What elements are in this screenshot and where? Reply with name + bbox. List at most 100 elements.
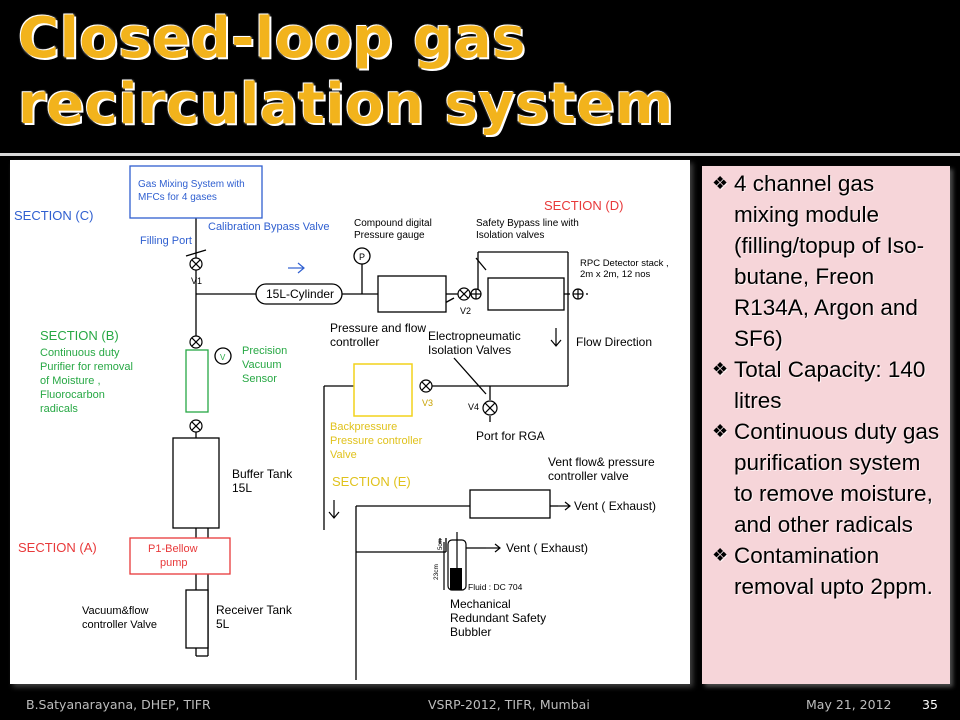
label-vent-flow: Vent flow& pressure [548, 455, 655, 469]
label-purifier: Fluorocarbon [40, 389, 105, 401]
label-purifier: of Moisture , [40, 375, 101, 387]
label-flow-direction: Flow Direction [576, 335, 652, 349]
bullet-text: Continuous duty gas purification system … [734, 419, 940, 537]
label-backpressure: Valve [330, 449, 357, 461]
valve-v2 [457, 287, 471, 301]
valve-bypass-left [470, 288, 482, 300]
label-v3: V3 [422, 398, 433, 408]
gas-mixing-box [129, 165, 263, 219]
gas-system-diagram: Gas Mixing System with MFCs for 4 gases … [10, 160, 690, 684]
bullet-item: ❖Continuous duty gas purification system… [712, 416, 944, 540]
label-buffer-tank: 15L [232, 481, 252, 495]
bullet-item: ❖Contamination removal upto 2ppm. [712, 540, 944, 602]
bubbler-fluid [450, 568, 462, 590]
label-cylinder: 15L-Cylinder [266, 287, 334, 301]
bullet-text: 4 channel gas mixing module (filling/top… [734, 171, 925, 351]
label-port-rga: Port for RGA [476, 429, 545, 443]
label-bubbler: Mechanical [450, 597, 511, 611]
title-bar: Closed-loop gas recirculation system [0, 0, 960, 152]
label-vent-exhaust: Vent ( Exhaust) [506, 541, 588, 555]
label-precision-sensor: Precision [242, 345, 287, 357]
label-v4: V4 [468, 402, 479, 412]
valve-v4 [482, 400, 498, 416]
footer-author: B.Satyanarayana, DHEP, TIFR [26, 697, 211, 712]
label-electropneumatic: Isolation Valves [428, 343, 511, 357]
valve-purifier-top [189, 335, 203, 349]
valve-bypass-right [572, 288, 584, 300]
bullet-panel: ❖4 channel gas mixing module (filling/to… [702, 166, 950, 684]
backpressure-controller [353, 363, 413, 417]
bullet-text: Total Capacity: 140 litres [734, 357, 926, 413]
label-section-c: SECTION (C) [14, 208, 93, 223]
label-gas-mixing: Gas Mixing System with [138, 179, 245, 190]
label-compound-gauge: Pressure gauge [354, 230, 425, 241]
footer-date: May 21, 2012 [806, 697, 892, 712]
label-section-a: SECTION (A) [18, 540, 97, 555]
valve-v3 [419, 379, 433, 393]
label-section-e: SECTION (E) [332, 474, 411, 489]
label-filling-port: Filling Port [140, 235, 192, 247]
label-pressure-flow: controller [330, 335, 379, 349]
label-bubbler-dim: 23cm [433, 564, 440, 580]
flow-arrow-right-icon [288, 262, 305, 274]
label-purifier: radicals [40, 403, 78, 415]
vent-arrow-icon [486, 543, 501, 553]
valve-purifier-bottom [189, 419, 203, 433]
label-rpc-detector: 2m x 2m, 12 nos [580, 269, 650, 280]
label-pressure-flow: Pressure and flow [330, 321, 426, 335]
footer-event: VSRP-2012, TIFR, Mumbai [428, 697, 590, 712]
label-v2: V2 [460, 306, 471, 316]
label-receiver-tank: 5L [216, 617, 230, 631]
label-vacuum-flow: controller Valve [82, 619, 157, 631]
flow-arrow-down-icon [328, 500, 340, 519]
label-calibration-bypass: Calibration Bypass Valve [208, 221, 329, 233]
label-precision-sensor: Vacuum [242, 359, 282, 371]
label-vacuum-flow: Vacuum&flow [82, 605, 148, 617]
label-compound-gauge: Compound digital [354, 218, 432, 229]
label-vent-exhaust: Vent ( Exhaust) [574, 499, 656, 513]
label-electropneumatic: Electropneumatic [428, 329, 521, 343]
label-bubbler: Redundant Safety [450, 611, 546, 625]
valve-v1 [189, 257, 203, 271]
diamond-bullet-icon: ❖ [712, 173, 729, 193]
diamond-bullet-icon: ❖ [712, 421, 729, 441]
label-buffer-tank: Buffer Tank [232, 467, 293, 481]
label-gas-mixing: MFCs for 4 gases [138, 192, 217, 203]
diagram-canvas: Gas Mixing System with MFCs for 4 gases … [14, 165, 669, 680]
diamond-bullet-icon: ❖ [712, 545, 729, 565]
label-section-d: SECTION (D) [544, 198, 623, 213]
bullet-list: ❖4 channel gas mixing module (filling/to… [702, 166, 950, 602]
label-precision-sensor: Sensor [242, 373, 277, 385]
pressure-gauge [353, 247, 371, 265]
label-purifier: Continuous duty [40, 347, 120, 359]
label-safety-bypass: Safety Bypass line with [476, 218, 579, 229]
diamond-bullet-icon: ❖ [712, 359, 729, 379]
label-p-gauge: P [359, 252, 365, 262]
label-purifier: Purifier for removal [40, 361, 133, 373]
label-bellow-pump: pump [160, 557, 188, 569]
bullet-item: ❖4 channel gas mixing module (filling/to… [712, 168, 944, 354]
flow-arrow-down-icon [550, 328, 562, 347]
label-fluid: Fluid : DC 704 [468, 582, 523, 592]
buffer-tank [172, 437, 220, 529]
label-safety-bypass: Isolation valves [476, 230, 544, 241]
label-rpc-detector: RPC Detector stack , [580, 258, 669, 269]
label-backpressure: Backpressure [330, 421, 397, 433]
purifier-column [185, 349, 209, 413]
receiver-tank [185, 589, 209, 649]
label-backpressure: Pressure controller [330, 435, 423, 447]
label-vent-flow: controller valve [548, 469, 629, 483]
pressure-flow-controller [377, 275, 447, 313]
page-number: 35 [922, 697, 938, 712]
label-v1: V1 [191, 276, 202, 286]
rpc-detector-stack [487, 277, 565, 311]
vent-arrow-icon [558, 501, 571, 511]
bullet-text: Contamination removal upto 2ppm. [734, 543, 933, 599]
label-bubbler: Bubbler [450, 625, 491, 639]
cylinder-15l [255, 283, 343, 305]
label-bellow-pump: P1-Bellow [148, 543, 198, 555]
label-v-sensor: V [220, 353, 226, 362]
label-receiver-tank: Receiver Tank [216, 603, 293, 617]
bullet-item: ❖ Total Capacity: 140 litres [712, 354, 944, 416]
label-section-b: SECTION (B) [40, 328, 119, 343]
